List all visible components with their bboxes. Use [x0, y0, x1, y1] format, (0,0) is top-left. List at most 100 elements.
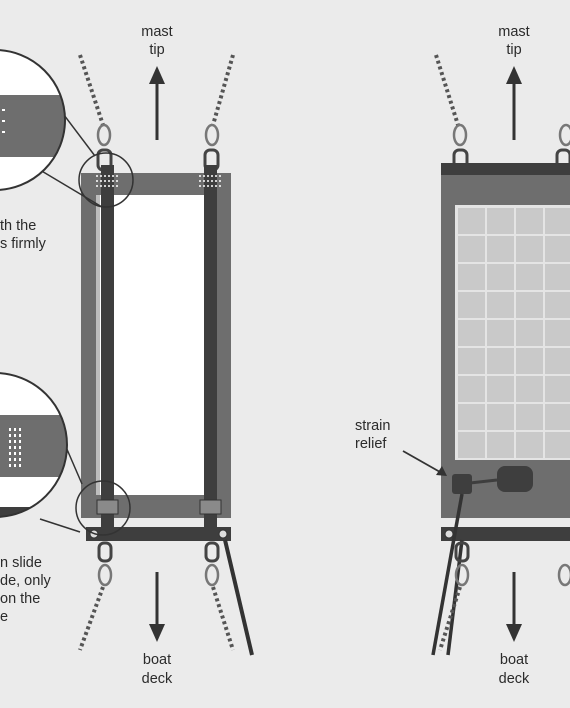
right-bottom-bar — [441, 527, 570, 541]
solar-cell — [487, 236, 514, 262]
right-top-label-2: tip — [506, 42, 521, 58]
magnifier-bottom — [0, 372, 83, 533]
solar-cell — [516, 292, 543, 318]
solar-cell — [487, 376, 514, 402]
carabiner-icon — [204, 563, 220, 587]
d-ring-icon — [454, 541, 470, 563]
left-support-pole — [223, 539, 254, 656]
callout-top-text-2: s firmly — [0, 236, 47, 252]
solar-cell — [516, 208, 543, 234]
d-ring-icon — [97, 541, 113, 563]
callout-bottom-text-4: e — [0, 609, 8, 625]
carabiner-icon — [204, 123, 220, 147]
solar-cell — [545, 404, 570, 430]
right-support-pole — [431, 493, 464, 656]
rope-icon — [438, 586, 462, 651]
solar-cell — [545, 236, 570, 262]
carabiner-icon — [454, 563, 470, 587]
right-top-ropes — [434, 54, 570, 172]
solar-cell — [545, 348, 570, 374]
callout-top-text-1: th the — [0, 218, 36, 234]
solar-cell — [487, 348, 514, 374]
solar-cell — [545, 264, 570, 290]
solar-cell-grid — [458, 208, 570, 458]
left-bottom-bar — [86, 527, 231, 541]
left-panel-assembly — [75, 54, 254, 656]
arrow-down-icon — [506, 572, 522, 642]
strain-relief-leader — [402, 450, 441, 473]
right-top-label-1: mast — [498, 24, 529, 40]
left-bottom-label-1: boat — [143, 652, 171, 668]
solar-cell — [516, 264, 543, 290]
solar-cell — [487, 404, 514, 430]
rope-icon — [434, 54, 460, 126]
strain-relief-clamp — [452, 474, 472, 494]
left-buckle-a — [96, 499, 119, 515]
right-support-pole — [446, 539, 464, 656]
callout-bottom-text-1: n slide — [0, 555, 42, 571]
callout-bottom-text-2: de, only — [0, 573, 52, 589]
solar-cell — [487, 264, 514, 290]
left-strap-a — [101, 165, 114, 540]
carabiner-icon — [557, 563, 570, 587]
rope-icon — [78, 54, 105, 126]
solar-cell — [516, 320, 543, 346]
solar-cell — [516, 376, 543, 402]
solar-cell — [458, 320, 485, 346]
solar-cell — [545, 208, 570, 234]
rope-icon — [211, 54, 235, 126]
solar-cell — [545, 320, 570, 346]
solar-cell — [516, 404, 543, 430]
solar-cell — [458, 348, 485, 374]
solar-cell — [458, 292, 485, 318]
solar-cell — [458, 208, 485, 234]
arrow-up-icon — [506, 66, 522, 140]
left-panel-face — [96, 195, 214, 495]
left-top-label-2: tip — [149, 42, 164, 58]
solar-cell — [487, 432, 514, 458]
arrow-up-icon — [149, 66, 165, 140]
rope-icon — [211, 586, 235, 651]
junction-cable — [469, 478, 498, 485]
left-panel-inner-rail — [96, 195, 100, 495]
solar-cell — [487, 208, 514, 234]
strain-relief-label-1: strain — [355, 418, 390, 434]
carabiner-icon — [96, 123, 112, 147]
solar-cell — [516, 348, 543, 374]
right-bar-bolt — [444, 529, 454, 539]
solar-cell — [458, 264, 485, 290]
left-strap-b — [204, 165, 217, 540]
solar-cell — [545, 292, 570, 318]
callout-bottom-text-3: on the — [0, 591, 40, 607]
strain-relief-label-2: relief — [355, 436, 387, 452]
left-bar-bolt — [218, 529, 228, 539]
solar-cell — [545, 376, 570, 402]
right-bottom-label-2: deck — [499, 671, 530, 687]
solar-cell — [458, 432, 485, 458]
solar-cell — [516, 432, 543, 458]
solar-cell — [458, 404, 485, 430]
carabiner-icon — [558, 123, 570, 147]
left-bottom-ropes — [78, 541, 235, 651]
solar-cell — [458, 236, 485, 262]
arrow-down-icon — [149, 572, 165, 642]
left-top-ropes — [78, 54, 235, 172]
left-bottom-label-2: deck — [142, 671, 173, 687]
carabiner-icon — [452, 123, 468, 147]
left-buckle-b — [199, 499, 222, 515]
solar-cell — [545, 432, 570, 458]
solar-cell — [458, 376, 485, 402]
rope-icon — [78, 586, 105, 651]
detail-marker-top — [78, 152, 134, 208]
strain-relief-arrowhead — [436, 466, 447, 476]
right-panel-assembly — [402, 54, 570, 656]
right-bottom-label-1: boat — [500, 652, 528, 668]
solar-cell — [487, 292, 514, 318]
detail-marker-bottom — [75, 480, 131, 536]
right-panel-top-strip — [441, 163, 570, 175]
right-bottom-ropes — [438, 541, 570, 651]
junction-box-icon — [497, 466, 533, 492]
solar-cell — [516, 236, 543, 262]
